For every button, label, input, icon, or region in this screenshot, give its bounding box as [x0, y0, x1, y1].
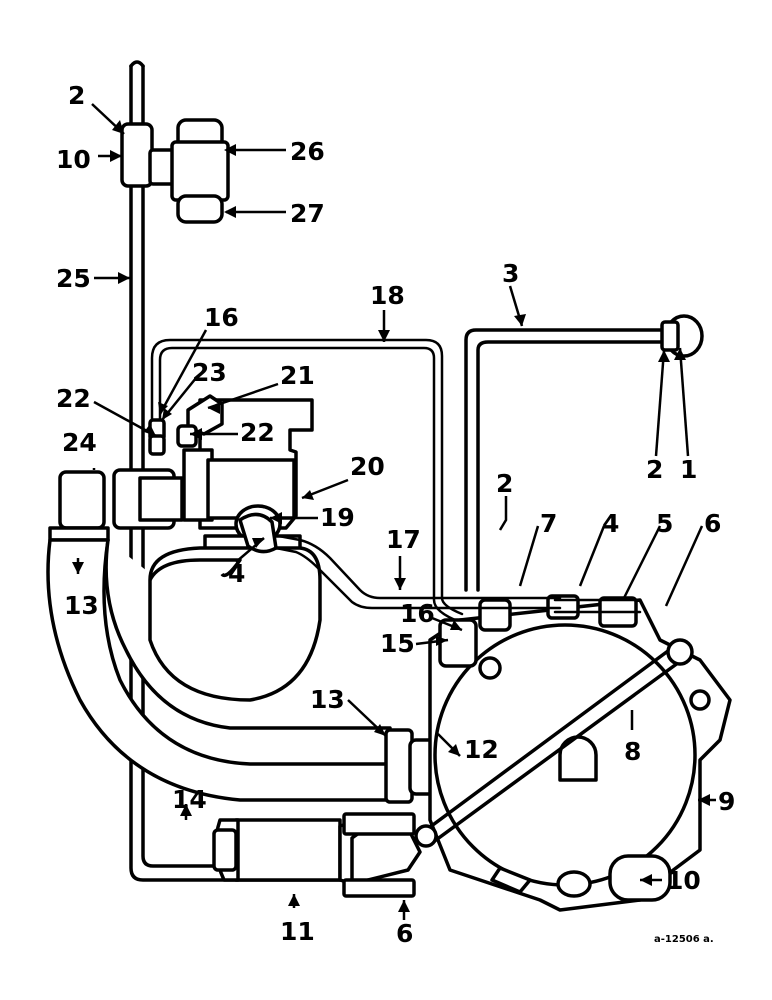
callout-7: 7	[540, 509, 557, 538]
callout-6: 6	[704, 509, 721, 538]
callout-18: 18	[370, 281, 405, 310]
injection-pump	[428, 594, 732, 912]
callout-13: 13	[310, 685, 345, 714]
callout-2: 2	[68, 81, 85, 110]
drawing-code: a-12506 a.	[654, 934, 714, 945]
callout-10: 10	[666, 866, 701, 895]
callout-5: 5	[656, 509, 673, 538]
callout-24: 24	[62, 428, 97, 457]
callout-8: 8	[624, 737, 641, 766]
callout-21: 21	[280, 361, 315, 390]
fuel-line-17	[238, 512, 562, 610]
fuel-line-5	[553, 598, 642, 614]
return-line-8	[414, 638, 694, 848]
callout-26: 26	[290, 137, 325, 166]
callout-14: 14	[172, 785, 207, 814]
elbow-fittings	[148, 394, 224, 456]
callout-2: 2	[496, 469, 513, 498]
callout-11: 11	[280, 917, 315, 946]
callout-6: 6	[396, 919, 413, 948]
callout-labels: 2 10 26 27 25 18 3 16 23 21 22 22 24 20 …	[56, 81, 735, 948]
callout-22: 22	[240, 418, 275, 447]
callout-3: 3	[502, 259, 519, 288]
callout-16: 16	[400, 599, 435, 628]
callout-17: 17	[386, 525, 421, 554]
top-fitting-assembly	[120, 118, 230, 224]
callout-1: 1	[680, 455, 697, 484]
callout-13: 13	[64, 591, 99, 620]
callout-25: 25	[56, 264, 91, 293]
callout-22: 22	[56, 384, 91, 413]
callout-4: 4	[602, 509, 619, 538]
callout-10: 10	[56, 145, 91, 174]
callout-19: 19	[320, 503, 355, 532]
callout-15: 15	[380, 629, 415, 658]
callout-12: 12	[464, 735, 499, 764]
callout-20: 20	[350, 452, 385, 481]
callout-23: 23	[192, 358, 227, 387]
callout-16: 16	[204, 303, 239, 332]
fuel-filter-11	[212, 812, 422, 898]
fuel-line-18	[150, 338, 464, 624]
callout-27: 27	[290, 199, 325, 228]
callout-4: 4	[228, 559, 245, 588]
filter-bowl	[148, 546, 322, 702]
callout-2: 2	[646, 455, 663, 484]
vertical-fuel-line	[129, 60, 354, 882]
arrowheads	[72, 120, 710, 912]
callout-9: 9	[718, 787, 735, 816]
